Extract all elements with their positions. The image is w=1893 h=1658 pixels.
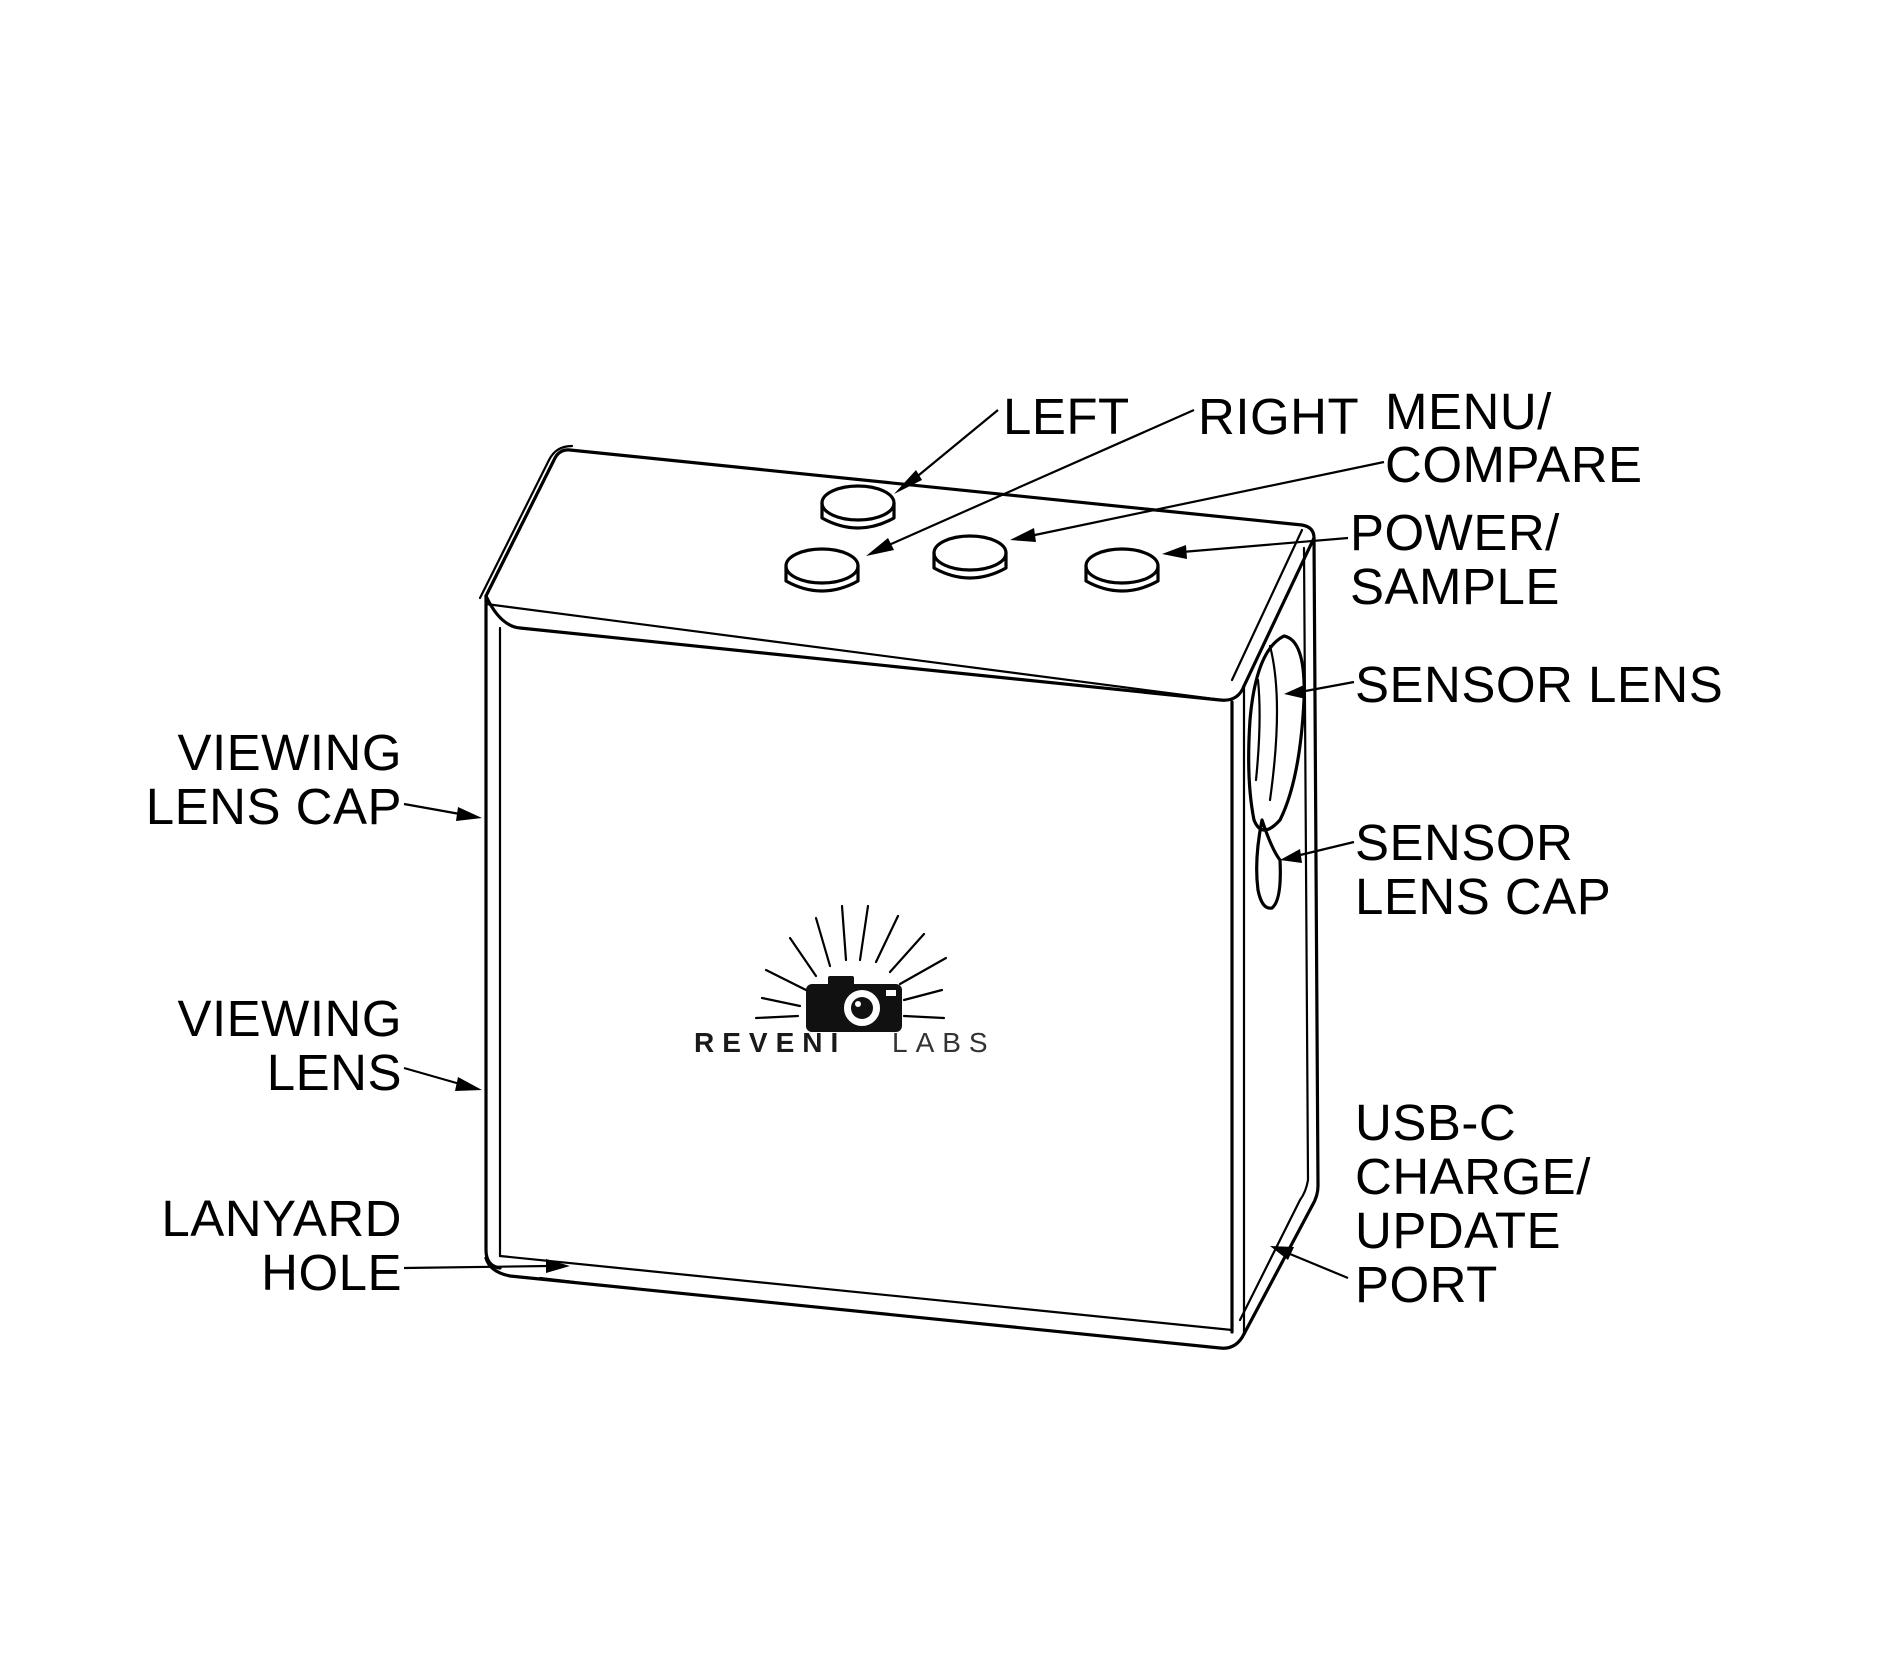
label-lanyard-line2: HOLE xyxy=(261,1244,402,1301)
label-sensor-lens: SENSOR LENS xyxy=(1355,656,1723,713)
label-sensor-cap-line2: LENS CAP xyxy=(1355,868,1611,925)
label-menu-line1: MENU/ xyxy=(1385,383,1552,440)
label-lanyard-line1: LANYARD xyxy=(161,1190,402,1247)
label-viewing-cap-line1: VIEWING xyxy=(177,724,402,781)
label-menu-line2: COMPARE xyxy=(1385,436,1643,493)
label-usb-line3: UPDATE xyxy=(1355,1202,1561,1259)
sunburst-rays xyxy=(754,904,948,1020)
label-usb-line4: PORT xyxy=(1355,1256,1498,1313)
label-power-line1: POWER/ xyxy=(1350,504,1560,561)
label-sensor-cap-line1: SENSOR xyxy=(1355,814,1573,871)
sensor-lens-cap xyxy=(1255,818,1282,910)
sensor-lens xyxy=(1247,634,1306,832)
label-left: LEFT xyxy=(1003,388,1130,445)
camera-icon xyxy=(806,976,902,1032)
label-usb-line1: USB-C xyxy=(1355,1094,1516,1151)
label-power-line2: SAMPLE xyxy=(1350,558,1560,615)
label-viewing-lens-line2: LENS xyxy=(267,1044,402,1101)
callout-labels: LEFT RIGHT MENU/ COMPARE POWER/ SAMPLE S… xyxy=(146,383,1723,1313)
leader-lines xyxy=(403,408,1385,1280)
label-right: RIGHT xyxy=(1198,388,1359,445)
label-viewing-lens-line1: VIEWING xyxy=(177,990,402,1047)
menu-compare-button xyxy=(932,534,1008,580)
label-usb-line2: CHARGE/ xyxy=(1355,1148,1591,1205)
device-body xyxy=(478,444,1320,1350)
left-button xyxy=(820,484,896,530)
brand-name: REVENI xyxy=(694,1027,846,1058)
label-viewing-cap-line2: LENS CAP xyxy=(146,778,402,835)
reveni-labs-logo: REVENI LABS xyxy=(694,904,996,1058)
brand-suffix: LABS xyxy=(892,1027,996,1058)
power-sample-button xyxy=(1084,547,1160,593)
right-button xyxy=(784,547,860,593)
